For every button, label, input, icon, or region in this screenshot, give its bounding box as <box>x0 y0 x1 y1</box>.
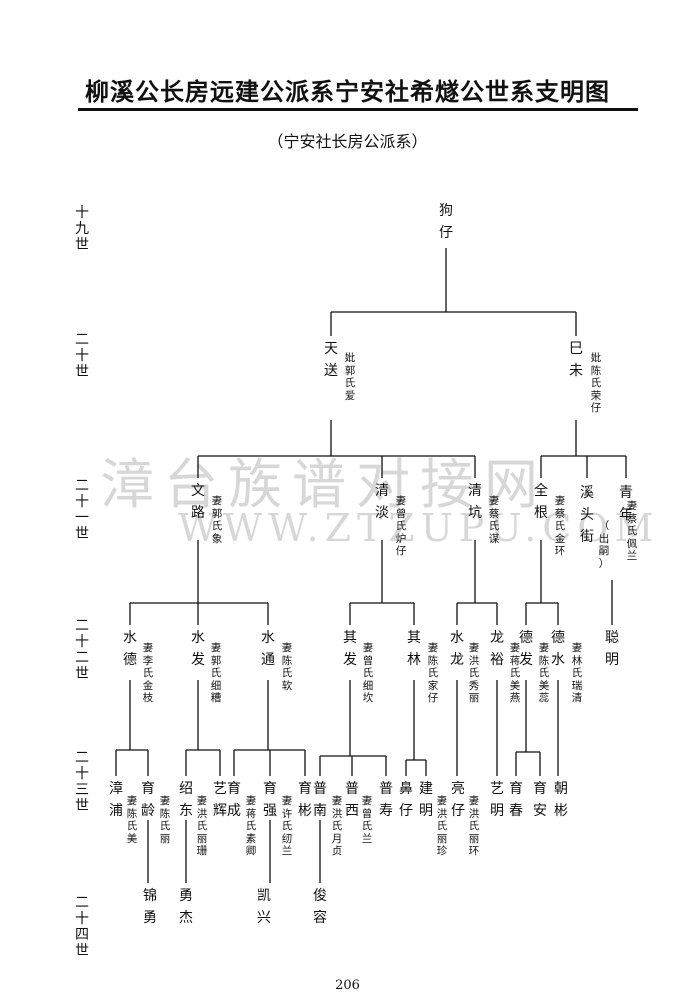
person-name: 育春 <box>509 781 523 819</box>
person-spouse: 妻林氏瑞清 <box>571 642 583 704</box>
page-title: 柳溪公长房远建公派系宁安社希燧公世系支明图 <box>85 78 610 106</box>
person-spouse: 妻许氏纫兰 <box>281 795 293 857</box>
person-spouse: 妻洪氏丽珊 <box>196 795 208 857</box>
page-subtitle: （宁安社长房公派系） <box>267 132 428 151</box>
person-spouse: 妻蔡氏佩兰 <box>626 500 638 562</box>
person-name: 水德 <box>123 630 137 668</box>
person-spouse: 妻陈氏丽 <box>159 795 171 845</box>
person-name: 文路 <box>191 483 205 521</box>
person-name: 水龙 <box>450 630 464 668</box>
generation-label: 二十一世 <box>75 478 89 542</box>
person-spouse: 妻蒋氏美燕 <box>509 642 521 704</box>
person-name: 漳浦 <box>109 781 123 819</box>
person-name: 溪头街 <box>580 485 594 545</box>
person-name: 朝彬 <box>554 781 568 819</box>
person-spouse: 妣陈氏荣仔 <box>590 352 602 414</box>
title-underline <box>78 108 638 111</box>
person-name: 俊容 <box>313 888 327 926</box>
person-name: 其林 <box>407 630 421 668</box>
person-spouse: 妻曾氏炉仔 <box>395 495 407 557</box>
person-spouse: 妻陈氏美蕊 <box>538 642 550 704</box>
person-spouse: 妻洪氏丽环 <box>468 795 480 857</box>
person-name: 德发 <box>519 630 533 668</box>
person-spouse: 妻李氏金枝 <box>142 642 154 704</box>
person-spouse: 妻陈氏软 <box>281 642 293 692</box>
person-spouse: 妣郭氏爱 <box>344 352 356 402</box>
person-spouse: 妻蒋氏素卿 <box>245 795 257 857</box>
person-name: 天送 <box>324 341 338 379</box>
person-name: 鼻仔 <box>399 781 413 819</box>
watermark: 漳台族谱对接网 <box>100 453 548 516</box>
person-name: 德水 <box>551 630 565 668</box>
person-name: 青年 <box>619 485 633 523</box>
person-name: 育安 <box>533 781 547 819</box>
person-spouse: 妻蔡氏谋 <box>488 495 500 545</box>
person-spouse: 妻陈氏家仔 <box>427 642 439 704</box>
person-spouse: （出嗣） <box>598 520 610 570</box>
person-spouse: 妻曾氏细坎 <box>362 642 374 704</box>
page-number: 206 <box>335 978 360 993</box>
person-name: 全根 <box>534 483 548 521</box>
person-spouse: 妻洪氏丽珍 <box>436 795 448 857</box>
person-spouse: 妻郭氏细糟 <box>210 642 222 704</box>
person-name: 狗仔 <box>439 203 453 241</box>
person-spouse: 妻陈氏美 <box>126 795 138 845</box>
person-name: 聪明 <box>605 630 619 668</box>
person-name: 其发 <box>343 630 357 668</box>
person-name: 普寿 <box>379 781 393 819</box>
generation-label: 二十三世 <box>75 750 89 814</box>
person-name: 亮仔 <box>451 781 465 819</box>
person-name: 建明 <box>419 781 433 819</box>
person-spouse: 妻蔡氏金环 <box>554 495 566 557</box>
person-spouse: 妻郭氏象 <box>211 495 223 545</box>
person-name: 水通 <box>261 630 275 668</box>
person-spouse: 妻洪氏月贞 <box>331 795 343 857</box>
person-name: 勇杰 <box>179 888 193 926</box>
generation-label: 二十世 <box>75 332 89 380</box>
person-name: 艺明 <box>490 781 504 819</box>
person-name: 普南 <box>313 781 327 819</box>
generation-label: 二十二世 <box>75 618 89 682</box>
generation-label: 二十四世 <box>75 895 89 959</box>
person-name: 巳未 <box>569 341 583 379</box>
person-name: 育彬 <box>298 781 312 819</box>
person-spouse: 妻曾氏兰 <box>361 795 373 845</box>
person-name: 艺辉 <box>213 781 227 819</box>
person-name: 育龄 <box>141 781 155 819</box>
person-name: 绍东 <box>179 781 193 819</box>
person-spouse: 妻洪氏秀丽 <box>468 642 480 704</box>
person-name: 清坑 <box>468 483 482 521</box>
person-name: 凯兴 <box>257 888 271 926</box>
person-name: 龙裕 <box>490 630 504 668</box>
watermark-url: WWW.ZTZUPU.COM <box>178 506 660 550</box>
person-name: 育成 <box>227 781 241 819</box>
generation-label: 十九世 <box>75 205 89 253</box>
person-name: 锦勇 <box>143 888 157 926</box>
person-name: 清淡 <box>375 483 389 521</box>
person-name: 水发 <box>191 630 205 668</box>
person-name: 育强 <box>263 781 277 819</box>
person-name: 普西 <box>345 781 359 819</box>
